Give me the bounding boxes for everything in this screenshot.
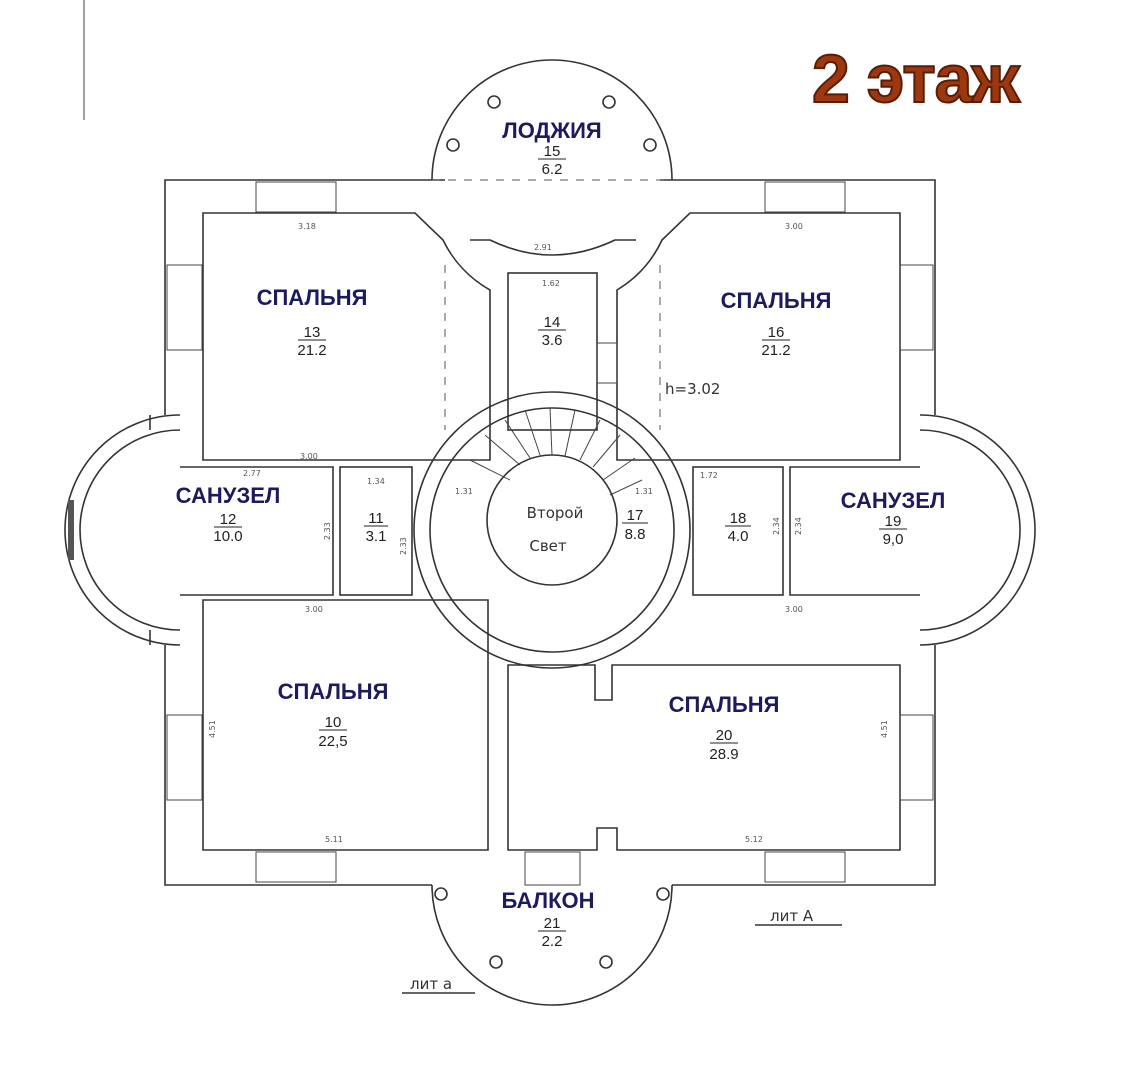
svg-text:19: 19 [885, 513, 902, 530]
svg-text:6.2: 6.2 [542, 161, 563, 178]
svg-text:САНУЗЕЛ: САНУЗЕЛ [841, 488, 946, 513]
room-second-light: Второй Свет [527, 504, 584, 555]
svg-text:2.34: 2.34 [772, 517, 781, 535]
columns [434, 95, 670, 969]
room-14: 14 3.6 [538, 314, 566, 349]
ceiling-height: h=3.02 [665, 380, 720, 398]
svg-text:Свет: Свет [529, 537, 567, 555]
room-18: 18 4.0 [725, 510, 751, 545]
room-bedroom-13: СПАЛЬНЯ 13 21.2 [257, 285, 368, 359]
svg-text:2.33: 2.33 [399, 537, 408, 555]
room-balcony: БАЛКОН 21 2.2 [502, 888, 595, 950]
svg-text:3.1: 3.1 [366, 528, 387, 545]
svg-text:5.12: 5.12 [745, 835, 763, 844]
svg-text:2.33: 2.33 [323, 522, 332, 540]
room-11: 11 3.1 [364, 510, 388, 545]
svg-text:11: 11 [368, 510, 384, 527]
room-bathroom-19: САНУЗЕЛ 19 9,0 [841, 488, 946, 548]
svg-text:3.00: 3.00 [785, 222, 803, 231]
svg-text:22,5: 22,5 [318, 733, 347, 750]
svg-text:СПАЛЬНЯ: СПАЛЬНЯ [669, 692, 780, 717]
room-walls [166, 181, 934, 886]
floor-title: 2 этаж [811, 40, 1021, 118]
svg-text:СПАЛЬНЯ: СПАЛЬНЯ [721, 288, 832, 313]
svg-text:21: 21 [544, 915, 561, 932]
svg-text:ЛОДЖИЯ: ЛОДЖИЯ [502, 118, 601, 143]
svg-text:2.77: 2.77 [243, 469, 261, 478]
svg-text:15: 15 [544, 143, 561, 160]
svg-text:4.51: 4.51 [880, 720, 889, 738]
svg-text:8.8: 8.8 [625, 526, 646, 543]
svg-text:17: 17 [627, 507, 644, 524]
svg-text:9,0: 9,0 [883, 531, 904, 548]
lit-lower-label: лит а [410, 975, 452, 993]
svg-text:21.2: 21.2 [297, 342, 326, 359]
svg-text:12: 12 [220, 511, 237, 528]
svg-text:3.00: 3.00 [785, 605, 803, 614]
svg-text:3.18: 3.18 [298, 222, 316, 231]
lit-upper-label: лит А [770, 907, 814, 925]
svg-text:1.72: 1.72 [700, 471, 718, 480]
room-17: 17 8.8 [622, 507, 648, 543]
svg-text:10.0: 10.0 [213, 528, 242, 545]
svg-text:СПАЛЬНЯ: СПАЛЬНЯ [278, 679, 389, 704]
svg-text:3.6: 3.6 [542, 332, 563, 349]
room-bathroom-12: САНУЗЕЛ 12 10.0 [176, 483, 281, 545]
svg-text:СПАЛЬНЯ: СПАЛЬНЯ [257, 285, 368, 310]
svg-text:БАЛКОН: БАЛКОН [502, 888, 595, 913]
svg-text:3.00: 3.00 [305, 605, 323, 614]
room-bedroom-10: СПАЛЬНЯ 10 22,5 [278, 679, 389, 750]
svg-text:13: 13 [304, 324, 321, 341]
svg-text:Второй: Второй [527, 504, 584, 522]
svg-text:28.9: 28.9 [709, 746, 738, 763]
svg-text:2.2: 2.2 [542, 933, 563, 950]
svg-text:10: 10 [325, 714, 342, 731]
dimension-labels: 3.18 3.00 2.91 1.62 3.00 2.77 1.34 3.00 … [208, 222, 889, 844]
svg-text:16: 16 [768, 324, 785, 341]
svg-text:5.11: 5.11 [325, 835, 343, 844]
svg-text:2.34: 2.34 [794, 517, 803, 535]
svg-text:3.00: 3.00 [300, 452, 318, 461]
outer-walls [64, 59, 1036, 1006]
svg-text:18: 18 [730, 510, 747, 527]
room-bedroom-16: СПАЛЬНЯ 16 21.2 [721, 288, 832, 359]
svg-text:14: 14 [544, 314, 561, 331]
spiral-stair [469, 407, 643, 496]
svg-text:21.2: 21.2 [761, 342, 790, 359]
svg-text:4.0: 4.0 [728, 528, 749, 545]
svg-text:1.34: 1.34 [367, 477, 385, 486]
svg-text:1.62: 1.62 [542, 279, 560, 288]
svg-text:1.31: 1.31 [455, 487, 473, 496]
room-bedroom-20: СПАЛЬНЯ 20 28.9 [669, 692, 780, 763]
svg-text:2.91: 2.91 [534, 243, 552, 252]
svg-text:4.51: 4.51 [208, 720, 217, 738]
svg-text:1.31: 1.31 [635, 487, 653, 496]
svg-text:САНУЗЕЛ: САНУЗЕЛ [176, 483, 281, 508]
svg-text:20: 20 [716, 727, 733, 744]
room-loggia: ЛОДЖИЯ 15 6.2 [502, 118, 601, 178]
